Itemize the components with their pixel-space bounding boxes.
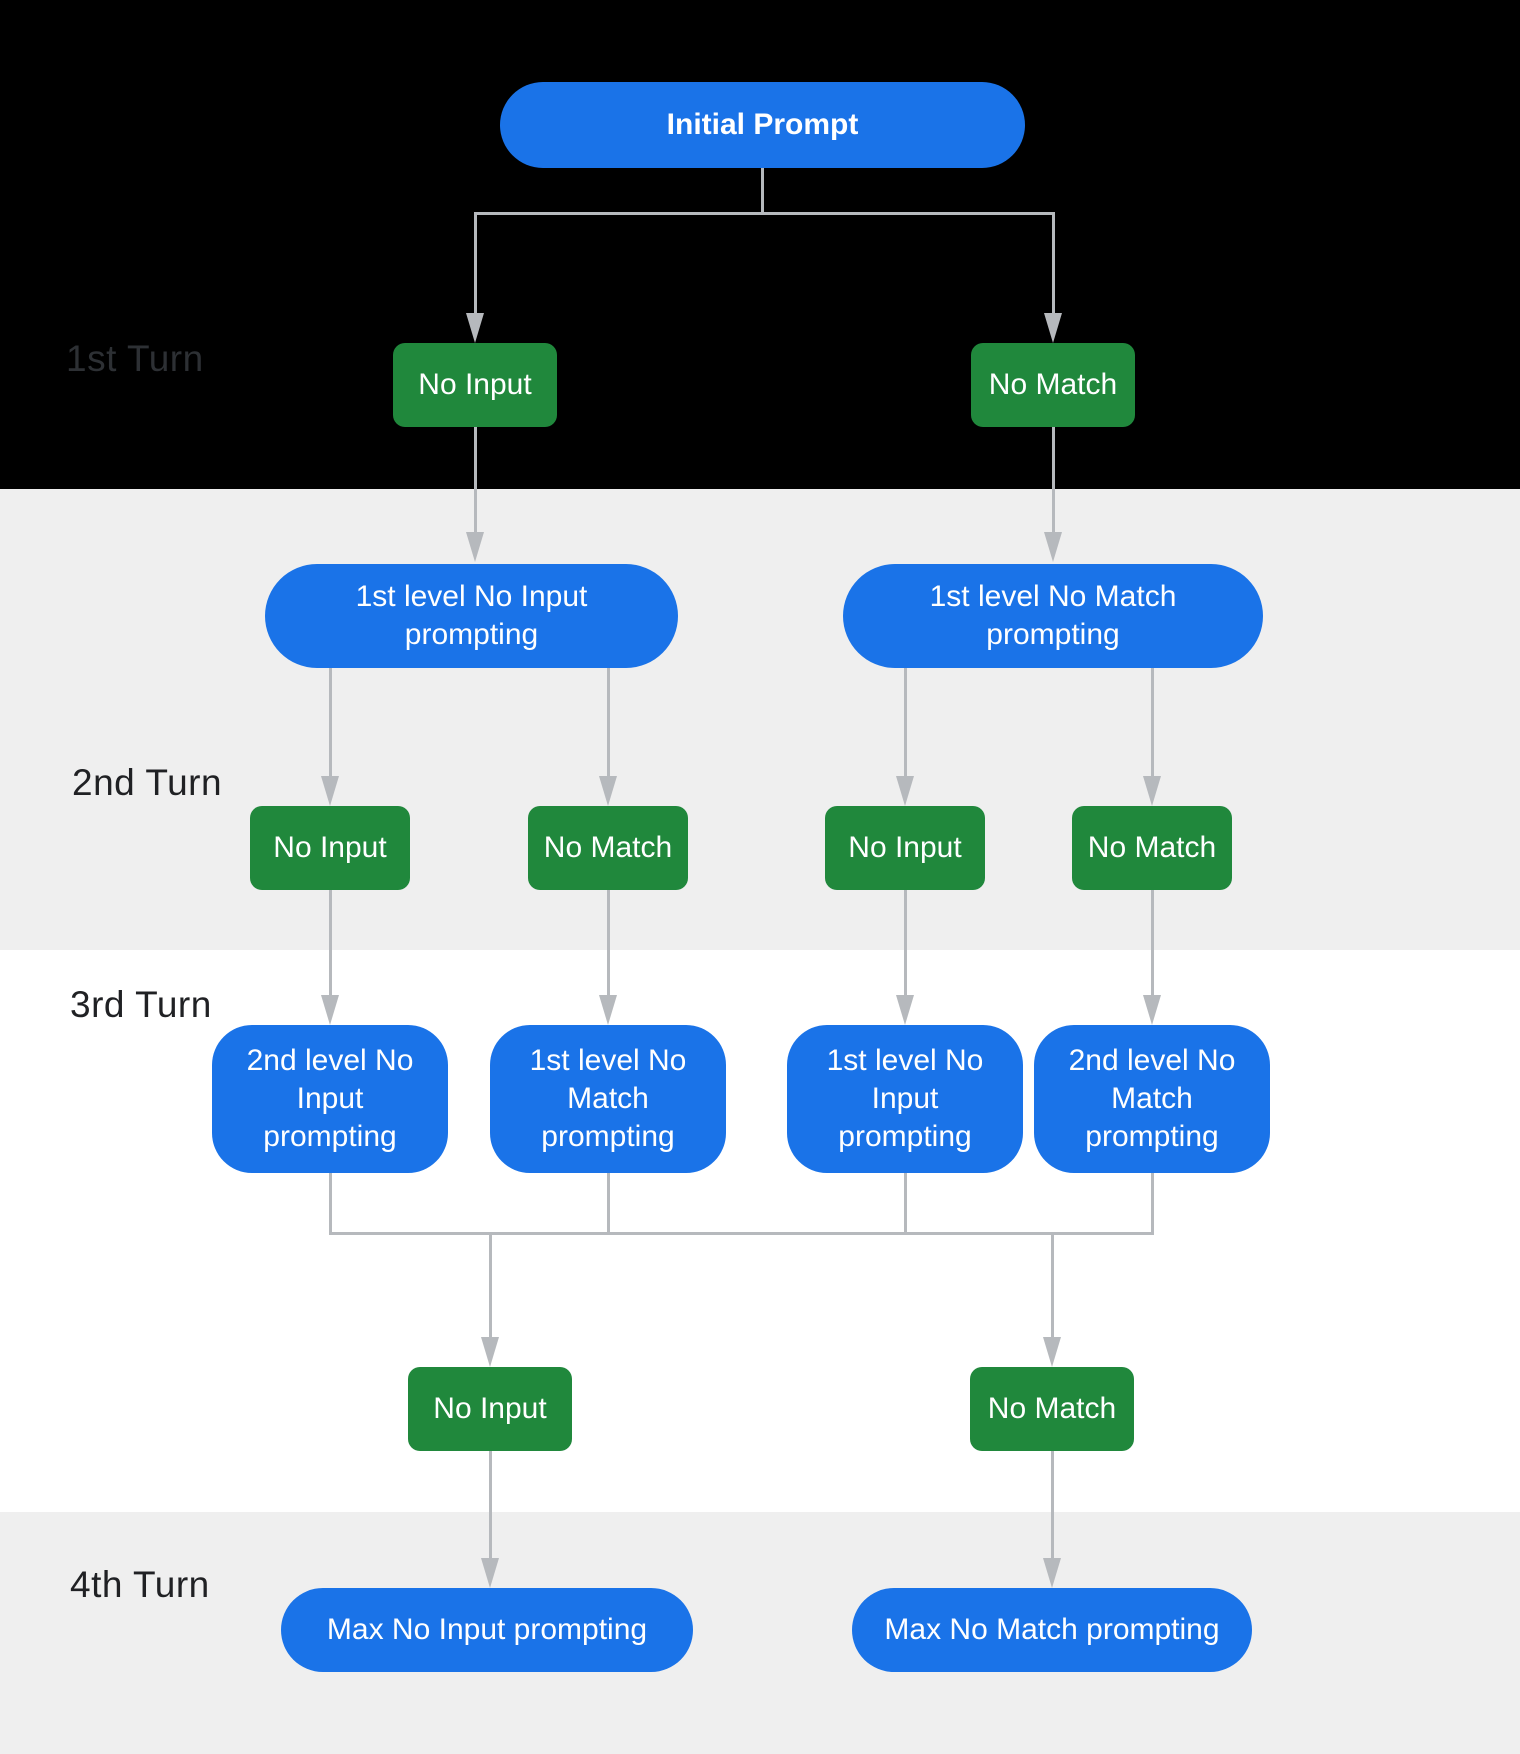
turn-label-2nd: 2nd Turn xyxy=(72,762,223,803)
node-label-line: 2nd level No xyxy=(246,1044,414,1077)
max-no-input-prompting-node: Max No Input prompting xyxy=(281,1588,693,1672)
node-label-line: Input xyxy=(296,1082,364,1115)
node-label-line: 1st level No Match xyxy=(929,580,1177,613)
arrowhead-icon xyxy=(466,532,484,562)
arrowhead-icon xyxy=(1043,1558,1061,1588)
node-label: Initial Prompt xyxy=(666,108,859,141)
connector-prompt-c-to-bus xyxy=(904,1173,907,1235)
node-label-line: 2nd level No xyxy=(1068,1044,1236,1077)
connector-level1-to-turn2-d xyxy=(1151,668,1154,776)
section-turn1-bg xyxy=(0,0,1520,489)
prompt-2nd-level-no-match-node: 2nd level No Match prompting xyxy=(1034,1025,1270,1173)
node-label: No Match xyxy=(543,831,673,864)
connector-level1-to-turn2-b xyxy=(607,668,610,776)
turn1-no-match-node: No Match xyxy=(971,343,1135,427)
turn2-no-match-left-node: No Match xyxy=(528,806,688,890)
node-label-line: 1st level No Input xyxy=(355,580,588,613)
prompt-1st-level-no-match-node: 1st level No Match prompting xyxy=(490,1025,726,1173)
connector-prompt-b-to-bus xyxy=(607,1173,610,1235)
turn1-no-input-node: No Input xyxy=(393,343,557,427)
arrowhead-icon xyxy=(896,995,914,1025)
turn-label-3rd: 3rd Turn xyxy=(70,984,212,1025)
node-label: No Input xyxy=(418,368,532,401)
node-label-line: 1st level No xyxy=(529,1044,687,1077)
turn2-no-input-left-node: No Input xyxy=(250,806,410,890)
level1-no-input-prompting-node: 1st level No Input prompting xyxy=(265,564,678,668)
connector-level1-to-turn2-a xyxy=(329,668,332,776)
turn3-no-input-node: No Input xyxy=(408,1367,572,1451)
arrowhead-icon xyxy=(481,1558,499,1588)
connector-split-bar xyxy=(474,212,1055,215)
connector-to-turn1-no-input xyxy=(474,212,477,313)
node-label-line: prompting xyxy=(541,1120,675,1153)
prompt-1st-level-no-input-node: 1st level No Input prompting xyxy=(787,1025,1023,1173)
initial-prompt-node: Initial Prompt xyxy=(500,82,1025,168)
arrowhead-icon xyxy=(321,776,339,806)
connector-merge-bus xyxy=(329,1232,1154,1235)
turn3-no-match-node: No Match xyxy=(970,1367,1134,1451)
arrowhead-icon xyxy=(1043,1337,1061,1367)
node-label-line: prompting xyxy=(838,1120,972,1153)
node-label: No Match xyxy=(988,368,1118,401)
level1-no-match-prompting-node: 1st level No Match prompting xyxy=(843,564,1263,668)
turn-label-1st: 1st Turn xyxy=(66,338,204,379)
connector-no-match-to-level1 xyxy=(1052,427,1055,532)
prompt-2nd-level-no-input-node: 2nd level No Input prompting xyxy=(212,1025,448,1173)
node-label-line: prompting xyxy=(986,618,1120,651)
connector-stem-initial xyxy=(761,168,764,214)
node-label-line: Match xyxy=(1111,1082,1193,1115)
arrowhead-icon xyxy=(1143,995,1161,1025)
node-label: No Input xyxy=(848,831,962,864)
turn2-no-input-right-node: No Input xyxy=(825,806,985,890)
node-label: No Match xyxy=(1087,831,1217,864)
node-label: No Match xyxy=(987,1392,1117,1425)
node-label: Max No Match prompting xyxy=(884,1613,1220,1646)
turn2-no-match-right-node: No Match xyxy=(1072,806,1232,890)
arrowhead-icon xyxy=(321,995,339,1025)
section-turn4-bg xyxy=(0,1512,1520,1754)
connector-turn2-to-prompt-c xyxy=(904,890,907,995)
node-label: No Input xyxy=(273,831,387,864)
node-label-line: prompting xyxy=(1085,1120,1219,1153)
node-label-line: prompting xyxy=(404,618,539,651)
connector-to-max-no-input xyxy=(489,1450,492,1558)
node-label-line: 1st level No xyxy=(826,1044,984,1077)
arrowhead-icon xyxy=(466,313,484,343)
connector-turn2-to-prompt-a xyxy=(329,890,332,995)
connector-prompt-d-to-bus xyxy=(1151,1173,1154,1235)
node-label-line: Match xyxy=(567,1082,649,1115)
node-label-line: Input xyxy=(871,1082,939,1115)
connector-prompt-a-to-bus xyxy=(329,1173,332,1235)
arrowhead-icon xyxy=(896,776,914,806)
connector-bus-to-no-match xyxy=(1051,1232,1054,1337)
connector-to-max-no-match xyxy=(1051,1450,1054,1558)
node-label: No Input xyxy=(433,1392,547,1425)
section-turn2-bg xyxy=(0,489,1520,950)
node-label: Max No Input prompting xyxy=(326,1613,648,1646)
arrowhead-icon xyxy=(481,1337,499,1367)
connector-turn2-to-prompt-d xyxy=(1151,890,1154,995)
arrowhead-icon xyxy=(1044,313,1062,343)
arrowhead-icon xyxy=(599,776,617,806)
connector-level1-to-turn2-c xyxy=(904,668,907,776)
arrowhead-icon xyxy=(1143,776,1161,806)
arrowhead-icon xyxy=(599,995,617,1025)
node-label-line: prompting xyxy=(263,1120,397,1153)
arrowhead-icon xyxy=(1044,532,1062,562)
connector-bus-to-no-input xyxy=(489,1232,492,1337)
turn-label-4th: 4th Turn xyxy=(70,1564,210,1605)
max-no-match-prompting-node: Max No Match prompting xyxy=(852,1588,1252,1672)
connector-no-input-to-level1 xyxy=(474,427,477,532)
connector-turn2-to-prompt-b xyxy=(607,890,610,995)
connector-to-turn1-no-match xyxy=(1052,212,1055,313)
